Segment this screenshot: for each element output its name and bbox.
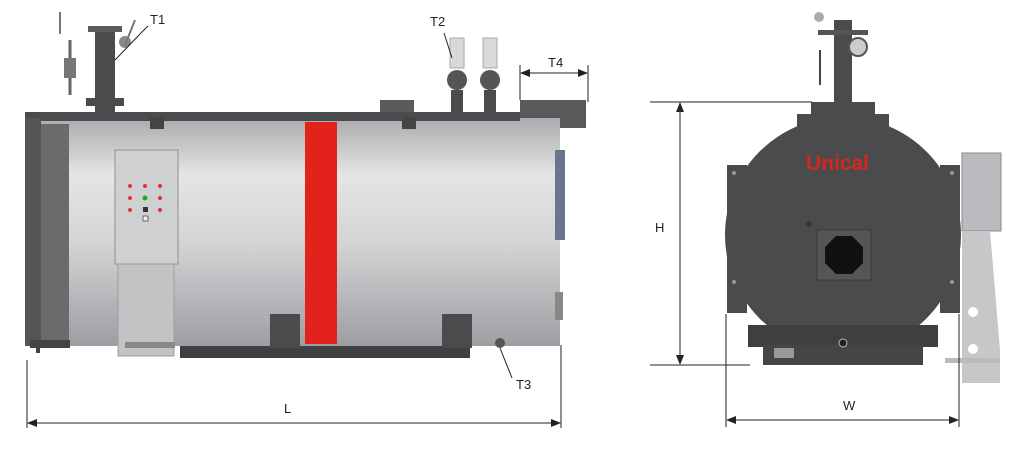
burner-opening <box>825 236 863 274</box>
top-rail <box>25 112 520 121</box>
side-control-box <box>945 152 1002 383</box>
base-skid <box>125 314 472 358</box>
label-t4: T4 <box>548 55 563 70</box>
label-t2: T2 <box>430 14 445 29</box>
side-view <box>25 12 586 358</box>
label-t1: T1 <box>150 12 165 27</box>
label-width: W <box>843 398 856 413</box>
top-nozzle <box>380 100 414 112</box>
front-door-frame <box>25 118 70 353</box>
label-length: L <box>284 401 291 416</box>
label-height: H <box>655 220 664 235</box>
front-view: Unical <box>725 12 1002 383</box>
steam-column-front <box>814 12 868 102</box>
t3-drain <box>495 338 505 348</box>
t2-safety-valves <box>447 37 500 112</box>
unical-logo: Unical <box>806 152 869 175</box>
front-view-annotations: H W <box>650 101 960 427</box>
control-panel <box>114 149 179 357</box>
side-view-annotations: T1 T2 T4 T3 L <box>26 12 589 428</box>
t1-steam-column <box>59 12 136 114</box>
red-stripe <box>305 122 337 344</box>
label-t3: T3 <box>516 377 531 392</box>
